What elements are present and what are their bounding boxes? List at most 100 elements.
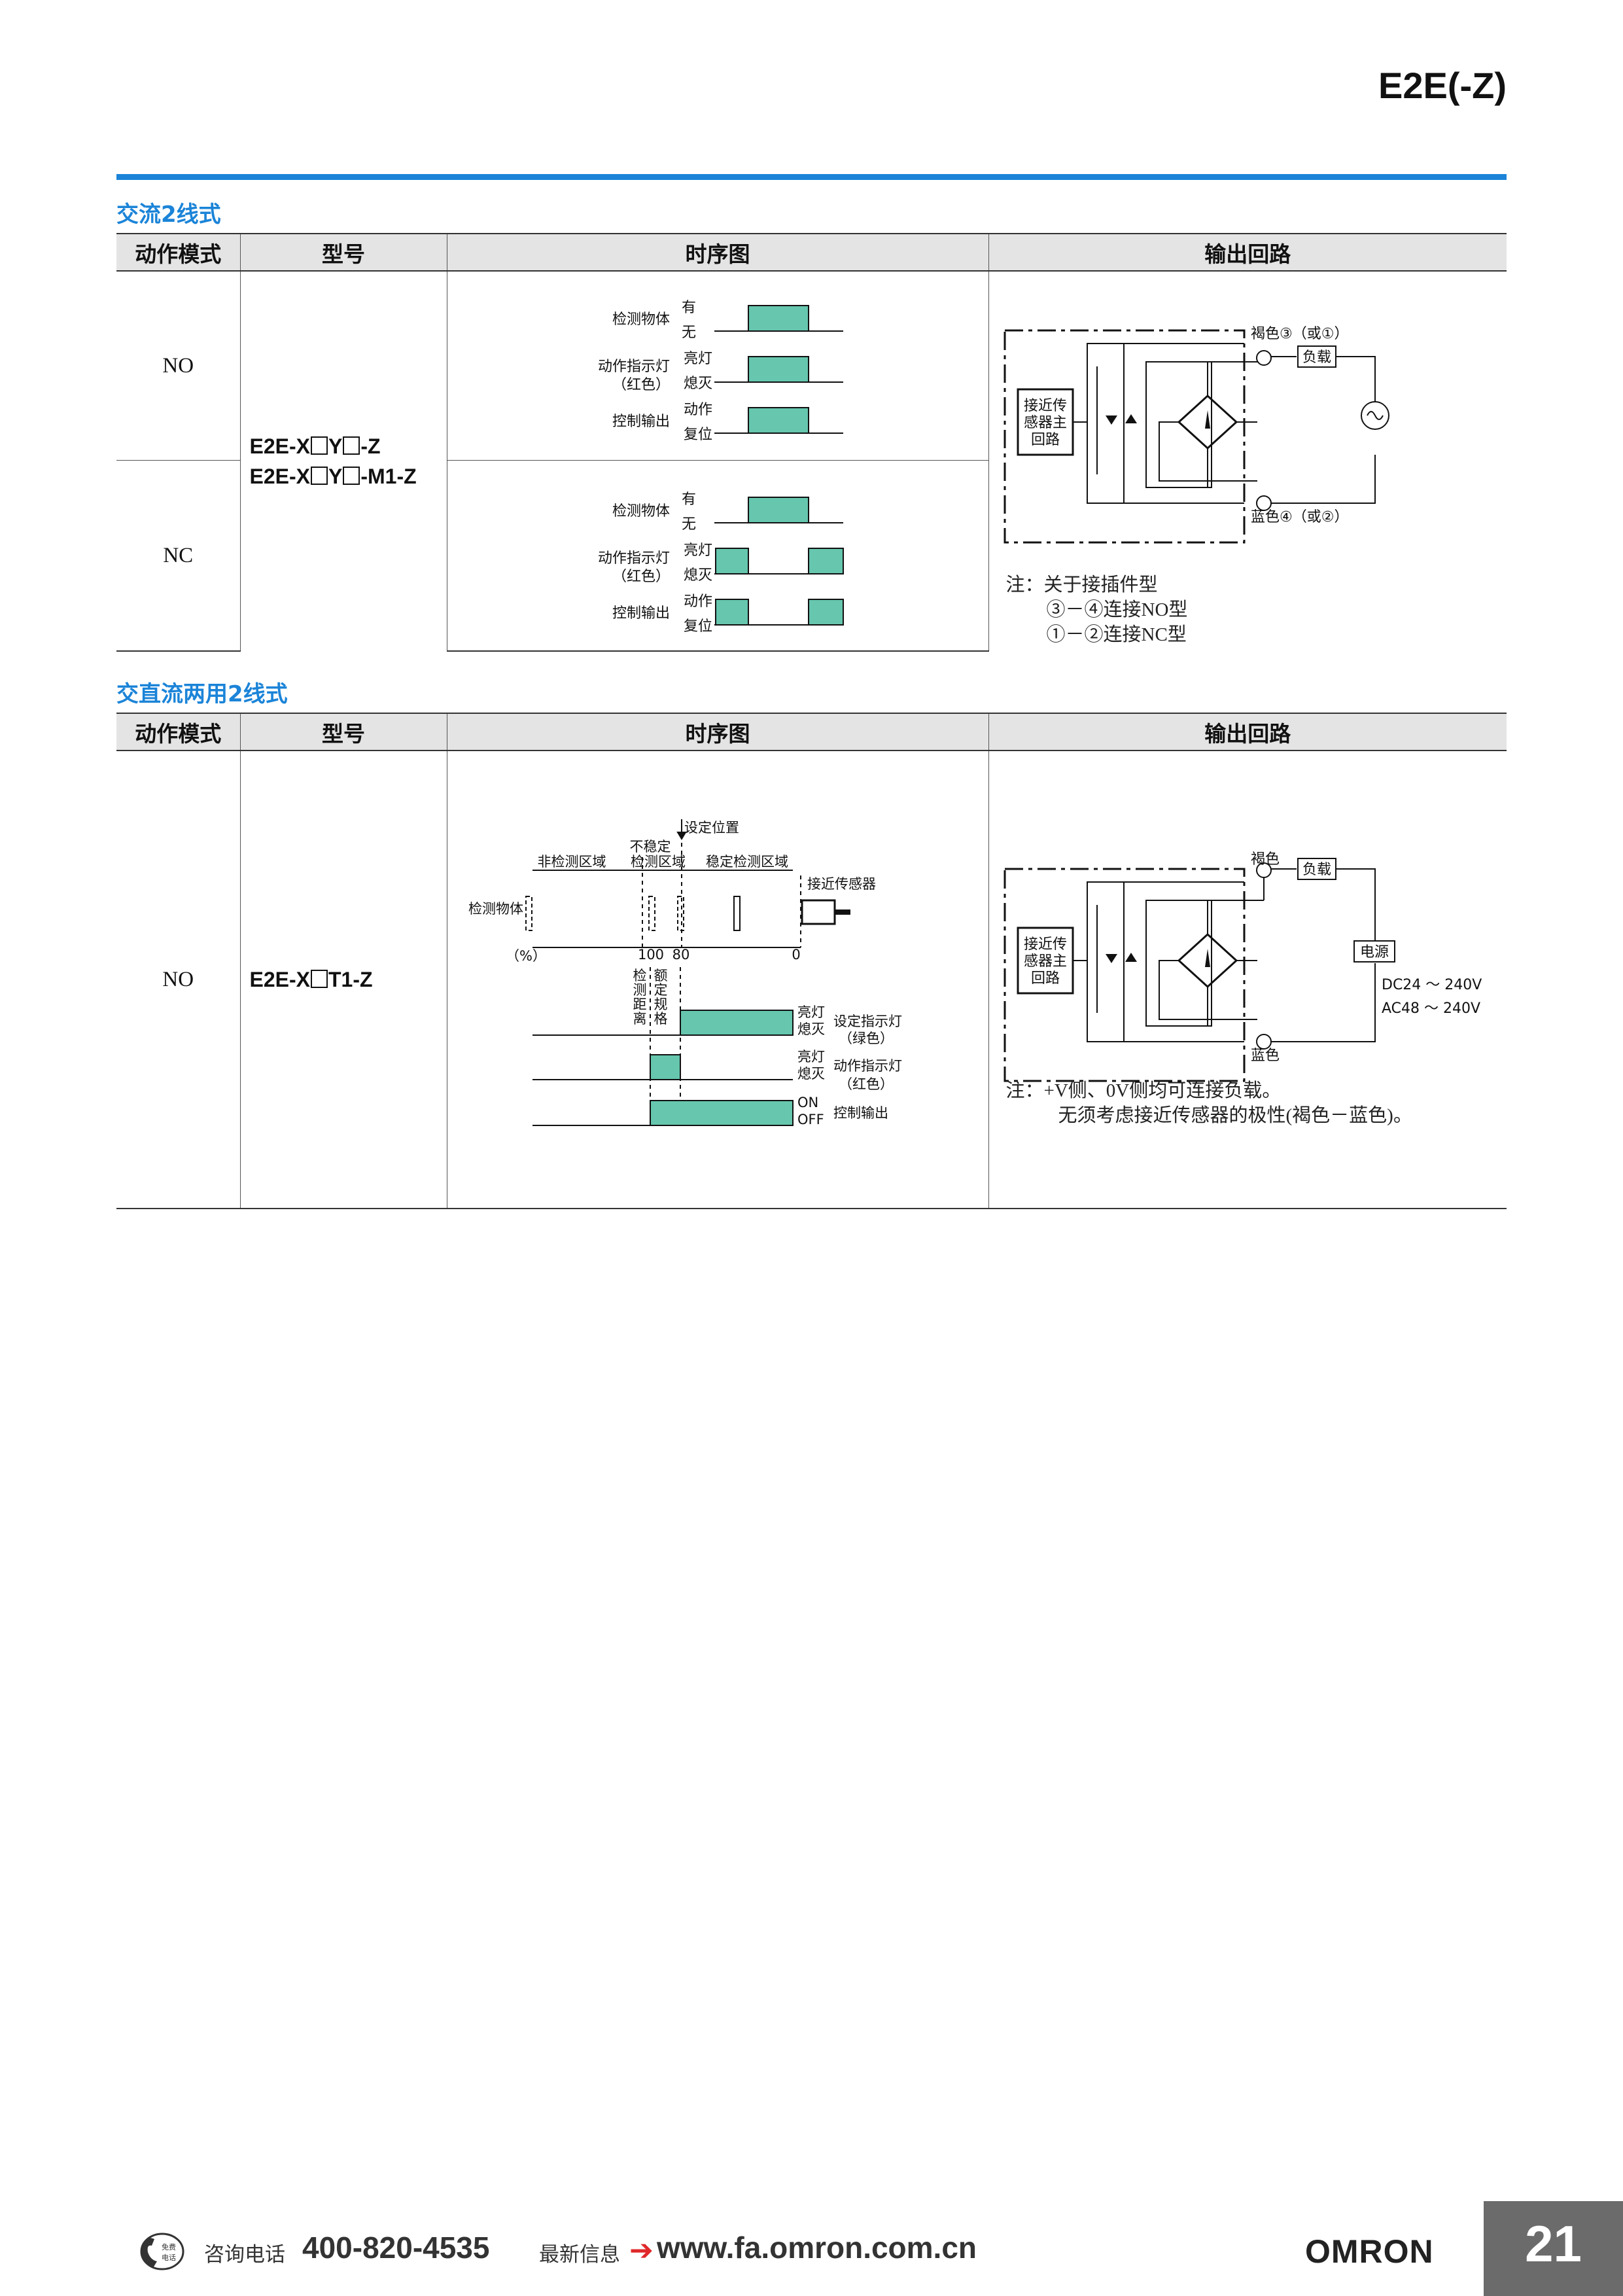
wire-brown-label: 褐色 bbox=[1251, 851, 1280, 868]
pulse bbox=[747, 305, 809, 332]
action-indicator-label: 动作指示灯 bbox=[833, 1058, 902, 1074]
timing-label: 动作指示灯 bbox=[597, 359, 669, 375]
pulse bbox=[649, 1100, 794, 1126]
set-indicator-label: 设定指示灯 bbox=[833, 1014, 902, 1029]
pulse bbox=[807, 548, 844, 574]
timing-hi: 动作 bbox=[683, 593, 712, 610]
phone-label: 咨询电话 bbox=[204, 2243, 285, 2267]
header-rule bbox=[116, 174, 1507, 180]
svg-text:熄灭: 熄灭 bbox=[797, 1066, 825, 1082]
svg-text:定: 定 bbox=[654, 982, 667, 998]
pulse bbox=[747, 356, 809, 383]
timing-lo: 熄灭 bbox=[683, 567, 712, 584]
timing-lo: 熄灭 bbox=[683, 376, 712, 392]
timing-hi: 有 bbox=[681, 491, 695, 508]
circuit-main-label: 接近传 bbox=[1023, 398, 1066, 414]
col-timing: 时序图 bbox=[446, 713, 988, 751]
circuit-main-label: 回路 bbox=[1030, 432, 1059, 448]
timing-nc: 检测物体 有 无 动作指示灯 （红色） 亮灯 熄灭 控制输出 动作 复位 bbox=[446, 460, 988, 652]
wire-blue-label: 蓝色④（或②） bbox=[1251, 509, 1348, 525]
svg-text:亮灯: 亮灯 bbox=[797, 1049, 825, 1065]
timing-hi: 亮灯 bbox=[683, 542, 712, 559]
svg-text:离: 离 bbox=[633, 1011, 646, 1027]
svg-text:格: 格 bbox=[654, 1011, 667, 1027]
svg-text:测: 测 bbox=[633, 982, 646, 998]
timing-sub: （红色） bbox=[612, 377, 669, 393]
load-label: 负载 bbox=[1302, 862, 1331, 878]
circuit-main-label: 感器主 bbox=[1023, 415, 1066, 431]
svg-text:额: 额 bbox=[654, 968, 667, 983]
timing-lo: 无 bbox=[681, 516, 695, 533]
output-circuit-2: 接近传 感器主 回路 褐色 蓝色 负载 电源 DC24 ～ 240V AC48 … bbox=[988, 751, 1507, 1209]
svg-text:（绿色）: （绿色） bbox=[839, 1031, 894, 1046]
note-2: 注：+V侧、0V侧均可连接负载。 无须考虑接近传感器的极性(褐色－蓝色)。 bbox=[1005, 1080, 1412, 1126]
set-position-label: 设定位置 bbox=[684, 820, 739, 836]
timing-label: 检测物体 bbox=[612, 311, 669, 328]
svg-text:规: 规 bbox=[654, 997, 667, 1012]
svg-text:距: 距 bbox=[633, 997, 646, 1012]
tick-100: 100 bbox=[637, 947, 663, 963]
timing-label: 控制输出 bbox=[612, 414, 669, 430]
col-mode: 动作模式 bbox=[116, 233, 240, 272]
timing-label: 检测物体 bbox=[612, 503, 669, 520]
svg-text:电话: 电话 bbox=[162, 2253, 176, 2262]
timing-lo: 复位 bbox=[683, 427, 712, 443]
svg-text:免费: 免费 bbox=[162, 2242, 176, 2252]
timing-sub: （红色） bbox=[612, 569, 669, 585]
svg-text:ON: ON bbox=[797, 1095, 818, 1110]
svg-text:（红色）: （红色） bbox=[839, 1076, 894, 1092]
arrow-right-icon: ➔ bbox=[629, 2234, 654, 2267]
wire-brown-label: 褐色③（或①） bbox=[1251, 326, 1348, 342]
svg-text:亮灯: 亮灯 bbox=[797, 1004, 825, 1020]
timing-no: 检测物体 有 无 动作指示灯 （红色） 亮灯 熄灭 控制输出 动作 复位 bbox=[446, 271, 988, 461]
unstable-label: 检测区域 bbox=[631, 854, 686, 870]
section2-title: 交直流两用2线式 bbox=[116, 681, 288, 707]
pulse bbox=[649, 1054, 681, 1080]
stable-label: 稳定检测区域 bbox=[706, 854, 788, 870]
wire-blue-label: 蓝色 bbox=[1251, 1048, 1280, 1064]
timing-label: 控制输出 bbox=[612, 605, 669, 622]
col-model: 型号 bbox=[239, 713, 447, 751]
news-label: 最新信息 bbox=[539, 2243, 620, 2267]
timing-hi: 有 bbox=[681, 300, 695, 316]
website-link[interactable]: www.fa.omron.com.cn bbox=[657, 2231, 977, 2265]
output-circuit-1: 接近传 感器主 回路 褐色③（或①） 蓝色④（或②） 负载 注：关于接插件型 ③… bbox=[988, 271, 1507, 651]
col-output: 输出回路 bbox=[988, 233, 1507, 272]
pulse bbox=[747, 407, 809, 434]
power-label: 电源 bbox=[1359, 944, 1388, 961]
timing-hi: 动作 bbox=[683, 402, 712, 418]
tick-80: 80 bbox=[672, 947, 689, 963]
phone-number[interactable]: 400-820-4535 bbox=[302, 2231, 490, 2265]
pulse bbox=[747, 497, 809, 523]
pulse bbox=[679, 1010, 794, 1036]
timing-lo: 无 bbox=[681, 325, 695, 341]
circuit-main-label: 接近传 bbox=[1023, 936, 1066, 953]
unstable-label: 不稳定 bbox=[629, 839, 671, 855]
timing-acdc: 设定位置 不稳定 检测区域 非检测区域 稳定检测区域 接近传感器 检测物体 （%… bbox=[446, 751, 988, 1209]
mode-no-2: NO bbox=[116, 751, 240, 1209]
mode-no: NO bbox=[116, 271, 240, 461]
sensor-label: 接近传感器 bbox=[807, 876, 876, 892]
col-mode: 动作模式 bbox=[116, 713, 240, 751]
timing-label: 动作指示灯 bbox=[597, 550, 669, 567]
omron-logo: OMRON bbox=[1305, 2233, 1434, 2270]
note-1: 注：关于接插件型 ③－④连接NO型 ①－②连接NC型 bbox=[1005, 574, 1188, 645]
timing-hi: 亮灯 bbox=[683, 351, 712, 367]
svg-text:熄灭: 熄灭 bbox=[797, 1021, 825, 1037]
pulse bbox=[714, 548, 749, 574]
object-label: 检测物体 bbox=[468, 901, 523, 917]
col-timing: 时序图 bbox=[446, 233, 988, 272]
non-detect-label: 非检测区域 bbox=[537, 854, 606, 870]
col-model: 型号 bbox=[239, 233, 447, 272]
load-label: 负载 bbox=[1302, 349, 1331, 366]
tick-0: 0 bbox=[792, 947, 800, 963]
phone-icon: 免费 电话 bbox=[136, 2231, 186, 2272]
ac-range: AC48 ～ 240V bbox=[1382, 1000, 1480, 1017]
page-number: 21 bbox=[1484, 2201, 1623, 2296]
